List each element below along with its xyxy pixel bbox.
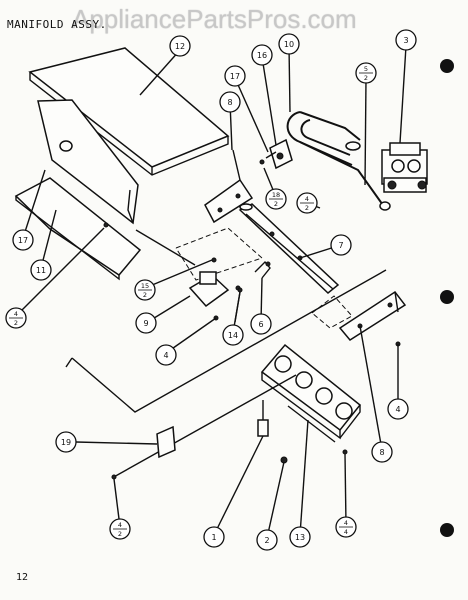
svg-text:2: 2 [364, 74, 368, 82]
svg-text:8: 8 [227, 98, 232, 107]
part-17-side-panel [37, 99, 139, 225]
svg-text:2: 2 [14, 319, 18, 327]
callout-19: 19 [55, 431, 77, 453]
svg-text:4: 4 [395, 405, 400, 414]
part-12-top-panel [28, 47, 230, 176]
svg-text:2: 2 [143, 291, 147, 299]
part-6-orifice [254, 260, 271, 279]
binder-hole-top [440, 59, 454, 73]
callout-12: 12 [169, 35, 191, 57]
part-9-ignitor [188, 257, 241, 321]
svg-text:10: 10 [284, 40, 294, 49]
part-2-screw [280, 449, 348, 464]
callout-4-2-left: 42 [5, 307, 27, 329]
svg-text:2: 2 [274, 200, 278, 208]
callout-8-top: 8 [219, 91, 241, 113]
svg-text:4: 4 [344, 519, 348, 527]
callout-3: 3 [395, 29, 417, 51]
svg-text:17: 17 [18, 236, 28, 245]
svg-text:14: 14 [228, 331, 238, 340]
part-1-thermocouple [257, 400, 269, 437]
svg-text:17: 17 [230, 72, 240, 81]
part-13-burner-box [260, 343, 362, 443]
svg-text:18: 18 [272, 191, 280, 199]
binder-hole-bottom [440, 523, 454, 537]
diagram-title: MANIFOLD ASSY. [7, 18, 107, 31]
callout-2: 2 [256, 529, 278, 551]
svg-text:6: 6 [258, 320, 263, 329]
callout-1: 1 [203, 526, 225, 548]
callout-13: 13 [289, 526, 311, 548]
part-7-manifold-pipe [238, 203, 340, 294]
svg-text:3: 3 [403, 36, 408, 45]
part-19-rod [111, 374, 297, 480]
callout-4-4-bottom: 44 [335, 516, 357, 538]
callout-10: 10 [278, 33, 300, 55]
callout-11: 11 [30, 259, 52, 281]
svg-text:16: 16 [257, 51, 267, 60]
svg-text:13: 13 [295, 533, 305, 542]
part-8-left-bracket [204, 149, 254, 224]
part-16-clip [259, 138, 293, 170]
callout-14: 14 [222, 324, 244, 346]
callout-6: 6 [250, 313, 272, 335]
callout-16: 16 [251, 44, 273, 66]
callout-4-right: 4 [387, 398, 409, 420]
callout-4-2-bottom: 42 [109, 518, 131, 540]
svg-text:7: 7 [338, 241, 343, 250]
svg-text:8: 8 [379, 448, 384, 457]
callout-15-2: 152 [134, 279, 156, 301]
svg-text:2: 2 [118, 530, 122, 538]
svg-text:9: 9 [143, 319, 148, 328]
svg-text:4: 4 [118, 521, 122, 529]
svg-text:4: 4 [344, 528, 348, 536]
part-3-gas-valve [381, 142, 428, 193]
svg-text:19: 19 [61, 438, 71, 447]
callout-5-2: 52 [355, 62, 377, 84]
part-11-lower-panel [14, 177, 142, 281]
part-10-tube-loop [286, 111, 391, 211]
svg-text:11: 11 [36, 266, 46, 275]
callout-8-right: 8 [371, 441, 393, 463]
page-number: 12 [16, 572, 29, 583]
svg-text:2: 2 [264, 536, 269, 545]
svg-text:5: 5 [364, 65, 368, 73]
svg-text:4: 4 [305, 195, 309, 203]
binder-hole-middle [440, 290, 454, 304]
svg-text:12: 12 [175, 42, 185, 51]
assembly-outline [65, 227, 387, 413]
watermark: AppliancePartsPros.com [72, 4, 357, 34]
svg-text:4: 4 [14, 310, 18, 318]
svg-text:15: 15 [141, 282, 149, 290]
svg-text:2: 2 [305, 204, 309, 212]
callout-17-top: 17 [224, 65, 246, 87]
callout-18-2: 182 [265, 188, 287, 210]
svg-text:4: 4 [163, 351, 168, 360]
callout-7: 7 [330, 234, 352, 256]
svg-text:1: 1 [211, 533, 216, 542]
callout-4-2-mid: 42 [296, 192, 318, 214]
callout-17-left: 17 [12, 229, 34, 251]
callout-9: 9 [135, 312, 157, 334]
part-8-right-bracket [338, 290, 407, 347]
callout-4-lower-left: 4 [155, 344, 177, 366]
leader-lines [15, 45, 407, 539]
